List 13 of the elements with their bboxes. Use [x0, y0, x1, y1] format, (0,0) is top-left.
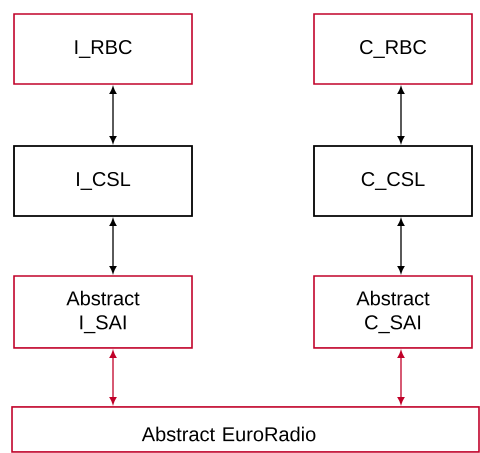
- arrow: [110, 86, 116, 144]
- process-box: C_RBC: [313, 13, 473, 85]
- arrow: [398, 86, 404, 144]
- arrow: [398, 218, 404, 274]
- process-box: I_CSL: [13, 145, 193, 217]
- arrow: [110, 218, 116, 274]
- process-box: C_CSL: [313, 145, 473, 217]
- arrow: [110, 350, 116, 404]
- process-box: Abstract EuroRadio: [11, 406, 480, 453]
- process-box: Abstract C_SAI: [313, 275, 473, 349]
- process-box: Abstract I_SAI: [13, 275, 193, 349]
- process-box: I_RBC: [13, 13, 193, 85]
- arrow: [398, 350, 404, 404]
